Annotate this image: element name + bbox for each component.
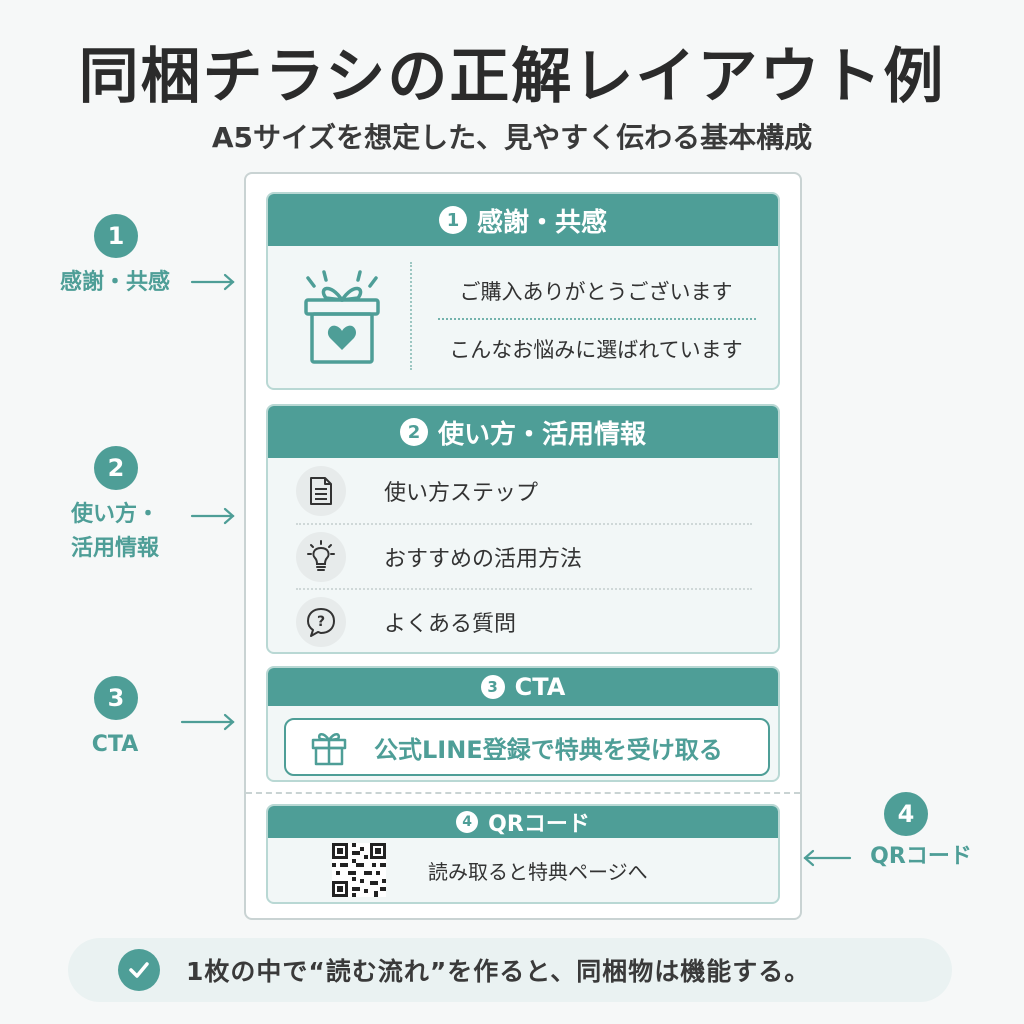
vertical-divider <box>410 262 412 370</box>
gift-icon <box>311 733 347 766</box>
thanks-line: ご購入ありがとうございます <box>459 280 733 304</box>
section-cta: 3 CTA 公式LINE登録で特典を受け取る <box>266 666 780 782</box>
summary-banner: 1枚の中で“読む流れ”を作ると、同梱物は機能する。 <box>68 938 952 1002</box>
dashed-cut-line <box>246 792 800 794</box>
question-bubble-icon: ? <box>307 607 335 637</box>
section-thanks-header: 1 感謝・共感 <box>268 194 778 246</box>
section-heading: QRコード <box>488 812 590 837</box>
side-number-4: 4 <box>884 792 928 836</box>
side-label-2: 使い方・ 活用情報 <box>40 498 190 566</box>
line-register-button[interactable]: 公式LINE登録で特典を受け取る <box>284 718 770 776</box>
page-title: 同梱チラシの正解レイアウト例 <box>78 42 946 112</box>
side-number-3: 3 <box>94 676 138 720</box>
section-thanks: 1 感謝・共感 ご購入ありがとうございます こんなお悩みに選ばれています <box>266 192 780 390</box>
side-number-1: 1 <box>94 214 138 258</box>
right-arrow-icon <box>190 507 235 525</box>
section-usage: 2 使い方・活用情報 使い方ステップ <box>266 404 780 654</box>
section-number-badge: 2 <box>399 418 428 446</box>
right-arrow-icon <box>190 273 235 291</box>
gift-heart-icon <box>304 270 380 364</box>
cta-button-label: 公式LINE登録で特典を受け取る <box>374 735 723 764</box>
section-heading: 感謝・共感 <box>476 207 607 238</box>
list-item-label: よくある質問 <box>384 611 517 637</box>
qr-caption: 読み取ると特典ページへ <box>428 859 648 884</box>
list-item: 使い方ステップ <box>296 458 752 523</box>
left-arrow-icon <box>803 849 852 867</box>
section-qr-header: 4 QRコード <box>268 806 778 838</box>
section-heading: 使い方・活用情報 <box>437 419 646 450</box>
qr-code-icon[interactable] <box>332 843 386 897</box>
side-label-4: QRコード <box>870 844 972 869</box>
side-label-1: 感謝・共感 <box>59 270 170 295</box>
side-label-2-line2: 活用情報 <box>70 536 159 561</box>
list-item: おすすめの活用方法 <box>296 523 752 588</box>
section-heading: CTA <box>514 673 566 701</box>
list-item: ? よくある質問 <box>296 588 752 652</box>
side-label-3: CTA <box>91 732 139 757</box>
dotted-divider <box>438 318 756 320</box>
list-item-label: おすすめの活用方法 <box>384 546 583 572</box>
svg-text:?: ? <box>317 614 325 630</box>
section-cta-header: 3 CTA <box>268 668 778 706</box>
page-subtitle: A5サイズを想定した、見やすく伝わる基本構成 <box>211 121 813 154</box>
list-item-label: 使い方ステップ <box>384 480 539 506</box>
empathy-line: こんなお悩みに選ばれています <box>449 338 743 362</box>
side-label-2-line1: 使い方・ <box>70 502 159 527</box>
check-icon <box>118 949 160 991</box>
section-number-badge: 1 <box>438 206 467 234</box>
section-qr: 4 QRコード 読み取ると特典ページへ <box>266 804 780 904</box>
section-usage-header: 2 使い方・活用情報 <box>268 406 778 458</box>
section-number-badge: 4 <box>456 811 479 833</box>
section-number-badge: 3 <box>480 675 505 699</box>
summary-text: 1枚の中で“読む流れ”を作ると、同梱物は機能する。 <box>186 957 811 986</box>
lightbulb-icon <box>307 539 335 571</box>
side-number-2: 2 <box>94 446 138 490</box>
document-icon <box>310 476 332 505</box>
right-arrow-icon <box>180 713 235 731</box>
